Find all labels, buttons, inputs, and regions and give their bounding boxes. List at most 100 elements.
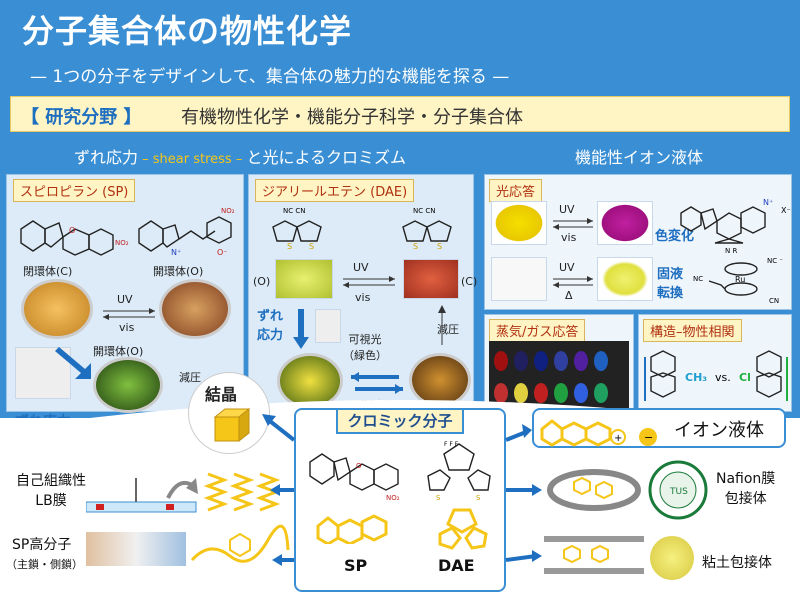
research-field-value: 有機物性化学・機能分子科学・分子集合体 xyxy=(181,107,523,128)
lb-film-label: 自己組織性 LB膜 xyxy=(16,473,86,509)
svg-text:N⁺: N⁺ xyxy=(171,248,181,257)
structure-molecule-right xyxy=(756,350,788,401)
sp-yellow-icon xyxy=(316,514,388,544)
dae-center-molecule: S S F F F xyxy=(427,441,491,502)
sp-polymer-image xyxy=(86,532,186,566)
svg-text:NO₂: NO₂ xyxy=(386,494,400,502)
university-seal-logo: TUS xyxy=(648,460,708,520)
dae-up-arrow-icon xyxy=(438,305,446,345)
clay-label: 粘土包接体 xyxy=(702,555,772,571)
clay-diagram xyxy=(544,536,644,574)
dae-equilibrium-arrows xyxy=(343,276,395,288)
dae-molecule-diagram: S S NC CN S S NC CN xyxy=(272,207,452,251)
sp-open-label: 開環体(O) xyxy=(153,265,204,278)
sp-center-molecule: O NO₂ xyxy=(309,453,400,502)
magenta-liquid-image xyxy=(597,201,653,245)
dae-visible-label: 可視光 （緑色） xyxy=(343,333,387,362)
dae-down-arrow-icon xyxy=(293,309,309,349)
research-field-bar: 【 研究分野 】 有機物性化学・機能分子科学・分子集合体 xyxy=(10,96,790,132)
dae-panel: ジアリールエテン (DAE) S S NC CN S S NC CN (O) U… xyxy=(248,174,478,412)
svg-text:S: S xyxy=(309,242,314,251)
crystal-label: 結晶 xyxy=(205,385,238,404)
dae-shear-device-image xyxy=(315,309,341,343)
solid-sample-image xyxy=(491,257,547,301)
svg-text:S: S xyxy=(437,242,442,251)
photo-response-label: 光応答 xyxy=(489,179,543,202)
photo-vis-label: vis xyxy=(561,231,577,244)
sp-uv-label: UV xyxy=(117,293,133,306)
svg-text:CN: CN xyxy=(769,297,779,305)
lb-film-diagram xyxy=(86,478,197,513)
svg-text:NC CN: NC CN xyxy=(413,207,435,215)
cl-label: Cl xyxy=(739,371,751,384)
crystal-bubble: 結晶 xyxy=(188,372,270,454)
color-change-label: 色変化 xyxy=(655,229,695,244)
svg-text:NC: NC xyxy=(693,275,703,283)
ruthenium-complex-diagram: Ru NC NC ⁻ CN xyxy=(693,257,783,305)
dae-yellow-icon xyxy=(438,508,488,550)
dae-closed-crystal-image xyxy=(403,259,459,299)
sp-center-label: SP xyxy=(344,556,368,575)
ionic-liquid-molecule-diagram: N⁺ X⁻ N R xyxy=(680,198,791,255)
sp-polymer-sub-label: （主鎖・側鎖） xyxy=(6,558,83,571)
photo-delta-label: Δ xyxy=(565,289,573,302)
crystal-cube-icon xyxy=(213,407,251,443)
dae-vis-label: vis xyxy=(355,291,371,304)
ionic-liquid-label: イオン液体 xyxy=(674,420,764,441)
right-section: 機能性イオン液体 光応答 UV vis 色変化 N⁺ X⁻ N R UV Δ xyxy=(482,142,796,414)
svg-text:−: − xyxy=(644,431,653,444)
svg-text:S: S xyxy=(287,242,292,251)
left-section: ずれ応力 – shear stress – と光によるクロミズム スピロピラン … xyxy=(4,142,478,430)
structure-molecule-left xyxy=(644,350,676,401)
svg-text:N⁺: N⁺ xyxy=(763,198,773,207)
dae-open-label: (O) xyxy=(253,275,271,288)
sp-shear-crystal-image xyxy=(93,357,163,413)
vs-label: vs. xyxy=(715,371,731,384)
solid-liquid-label: 固液 転換 xyxy=(657,267,684,301)
research-field-label: 【 研究分野 】 xyxy=(21,107,142,128)
svg-text:X⁻: X⁻ xyxy=(781,206,791,215)
vapor-response-panel: 蒸気/ガス応答 xyxy=(484,314,634,412)
chromic-title: クロミック分子 xyxy=(336,408,464,434)
nafion-label: Nafion膜 包接体 xyxy=(716,471,776,507)
svg-text:Ru: Ru xyxy=(735,275,745,284)
sp-closed-crystal-image xyxy=(21,279,93,339)
dae-blue-arrows xyxy=(351,372,403,394)
page-title: 分子集合体の物性化学 xyxy=(22,12,353,50)
svg-text:TUS: TUS xyxy=(669,487,688,497)
svg-text:S: S xyxy=(476,494,481,502)
page-subtitle: — 1つの分子をデザインして、集合体の魅力的な機能を探る — xyxy=(30,67,510,87)
svg-text:O⁻: O⁻ xyxy=(217,248,228,257)
svg-text:S: S xyxy=(413,242,418,251)
photo-uv2-label: UV xyxy=(559,261,575,274)
structure-property-label: 構造–物性相関 xyxy=(643,319,742,342)
photo-response-panel: 光応答 UV vis 色変化 N⁺ X⁻ N R UV Δ 固液 転換 xyxy=(484,174,792,310)
vapor-response-label: 蒸気/ガス応答 xyxy=(489,319,586,342)
vapor-tubes-image xyxy=(489,341,629,409)
dae-label: ジアリールエテン (DAE) xyxy=(255,179,415,202)
lb-film-arrow-icon xyxy=(166,478,198,499)
ch3-label: CH₃ xyxy=(685,371,708,384)
sp-molecule-diagram: O NO₂ N⁺ O⁻ NO₂ xyxy=(20,207,235,257)
sp-label: スピロピラン (SP) xyxy=(13,179,136,202)
svg-text:O: O xyxy=(356,462,362,470)
ionic-liquid-box: + − イオン液体 xyxy=(532,408,786,448)
structure-property-panel: 構造–物性相関 CH₃ vs. Cl xyxy=(638,314,792,412)
clay-sample-image xyxy=(650,536,694,580)
svg-text:F F F: F F F xyxy=(444,441,459,448)
dae-brown-crystal-image xyxy=(409,353,471,407)
dae-closed-label: (C) xyxy=(461,275,478,288)
sp-open-crystal-image xyxy=(159,279,231,339)
sp-decomp-label: 減圧 xyxy=(179,371,201,384)
nafion-diagram xyxy=(547,469,641,511)
sp-equilibrium-arrows xyxy=(103,308,155,320)
dae-shear-label: ずれ 応力 xyxy=(257,309,284,343)
photo-equilibrium-arrows xyxy=(553,218,593,230)
ionic-liquid-icon: + − xyxy=(540,419,657,447)
svg-text:S: S xyxy=(436,494,441,502)
left-section-heading: ずれ応力 – shear stress – と光によるクロミズム xyxy=(73,148,406,167)
svg-text:N R: N R xyxy=(725,247,737,255)
photo-uv-label: UV xyxy=(559,203,575,216)
svg-text:NC ⁻: NC ⁻ xyxy=(767,257,783,265)
dae-open-crystal-image xyxy=(275,259,333,299)
